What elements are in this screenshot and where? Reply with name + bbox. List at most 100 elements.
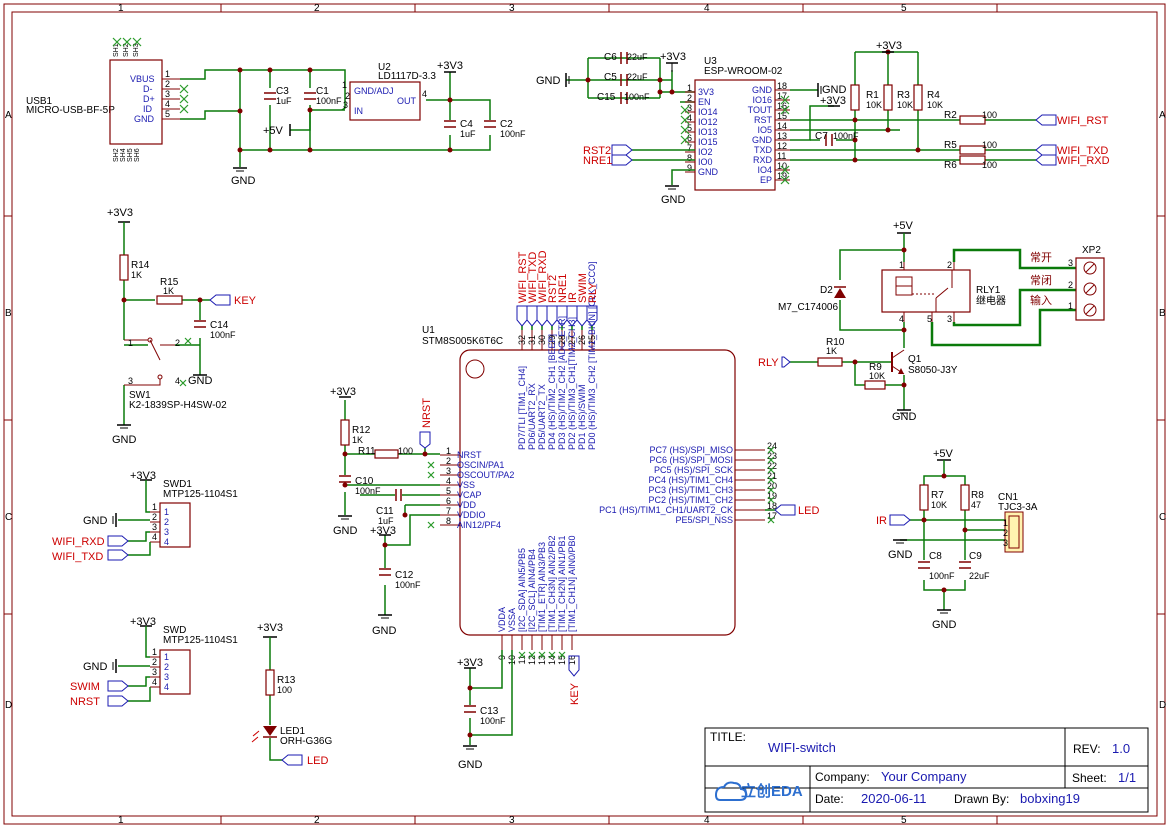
rly1-pn-3: 3 [947,314,952,324]
esp-right-pin-num: 16 [777,101,787,111]
pwr-3v3-key: +3V3 [107,207,133,223]
esp-left-pin-num: 7 [687,143,692,153]
mcu-top-pin-num: 25 [587,335,597,345]
mcu-left-pin-num: 2 [446,456,451,466]
mcu-top-port-shape [576,305,588,327]
esp-right-pin-num: 17 [777,91,787,101]
mcu-top-port-net: NRE1 [557,274,569,303]
c5-ref: C5 [604,72,617,83]
mcu-top-pin-name: PD1 (HS)/SWIM [577,384,587,450]
gnd-symbol-swd: GND [83,659,117,673]
xp2-label-input: 输入 [1030,293,1052,307]
mcu-right-nc-stroke [767,456,775,464]
resistor-r5: R5 100 [944,140,997,155]
mcu-top-port-shape [546,305,558,327]
esp-right-pin-name: RST [754,115,773,125]
row-label-a-right: A [1159,110,1166,121]
r2-ref: R2 [944,110,957,121]
resistor-r14: R14 1K [119,254,150,281]
net-swim-port: SWIM [70,680,129,693]
mcu-bottom-pin-name: [TIM1_CH2N] AIN1/PB1 [557,535,567,632]
cap-c2: C2 100nF [484,119,526,139]
net-wifi-rst: WIFI_RST [1057,115,1109,127]
mcu-left-pin-num: 4 [446,476,451,486]
esp-left-pin-num: 8 [687,153,692,163]
mcu-top-pin-name: PD4 (HS)/TIM2_CH1 [BEEP] [547,334,557,450]
col-label-4-bottom: 4 [704,815,710,826]
c4-val: 1uF [460,129,476,139]
cn1-pn-1: 1 [1003,518,1008,528]
mcu-right-pin-name: PC3 (HS)/TIM1_CH3 [648,485,733,495]
net-ir-port: IR [876,514,911,527]
logo-text: 立创EDA [741,782,803,800]
rev-value: 1.0 [1112,741,1130,756]
power-input-wires [180,67,491,167]
r8-ref: R8 [971,490,984,501]
esp-right-pins: 18GND17IO1616TOUT15RST14IO513GND12TXD11R… [748,81,790,185]
cap-c9: C9 22uF [959,551,990,581]
u2-pin-gnd: GND/ADJ [354,86,394,96]
xp2-pn-1: 1 [1068,301,1073,311]
u3-ref: U3 [704,56,717,67]
swd1-pn-2: 2 [152,512,157,522]
d2-val: M7_C174006 [778,302,838,313]
usb-pin-vbus: VBUS [130,74,155,84]
pwr-3v3-key-label: +3V3 [107,207,133,219]
u2-pin-out: OUT [397,96,417,106]
r4-val: 10K [927,100,943,110]
esp-left-pin-num: 1 [687,83,692,93]
usb-pn-2: 2 [165,79,170,89]
c9-ref: C9 [969,551,982,562]
r9-val: 10K [869,371,885,381]
gnd-symbol-c12: GND [372,614,397,637]
xp2-ref: XP2 [1082,245,1101,256]
u1-value: STM8S005K6T6C [422,336,503,347]
mcu-bottom-pin-name: [I2C_SDA] AIN5/PB5 [517,548,527,632]
esp-left-pin-num: 3 [687,103,692,113]
company-label: Company: [815,770,870,784]
r7-ref: R7 [931,490,944,501]
gnd-label-ir: GND [888,549,913,561]
usb-pn-1: 1 [165,69,170,79]
u3-value: ESP-WROOM-02 [704,66,783,77]
r13-ref: R13 [277,675,296,686]
pwr-3v3-nrst-label: +3V3 [330,386,356,398]
r11-val: 100 [398,446,413,456]
esp-right-pin-name: IO16 [752,95,772,105]
r15-val: 1K [163,286,174,296]
pwr-5v-label: +5V [263,125,284,137]
sw1-pn-1: 1 [128,338,133,348]
gnd-label-sw1: GND [112,434,137,446]
esp-right-pin-name: RXD [753,155,773,165]
mcu-top-ports: WIFI_RSTWIFI_TXDWIFI_RXDRST2NRE1IRSWIMRL… [516,250,599,330]
mcu-top-pin-name: PD2 (HS)/TIM3_CH1[TIM2_CH3] [567,317,577,450]
r15-ref: R15 [160,277,179,288]
swd-header: SWD MTP125-1104S1 1 2 3 4 1 2 3 4 [150,625,238,695]
mcu-left-pin-name: VDDIO [457,510,486,520]
usb-sh6: SH5 [127,148,134,162]
esp-left-wiring [632,149,695,185]
usb-sh7: SH6 [134,148,141,162]
mcu-bottom-wiring [467,650,513,745]
r13-val: 100 [277,685,292,695]
mcu-top-pin-name: PD7/TLI [TIM1_CH4] [517,366,527,450]
mcu-top-port-shape [566,305,578,327]
swd1-pin-4: 4 [164,537,169,547]
net-nre1-port: NRE1 [583,154,633,167]
c13-val: 100nF [480,716,506,726]
esp-left-pin-num: 2 [687,93,692,103]
pwr-3v3-led: +3V3 [257,622,283,638]
r5-val: 100 [982,140,997,150]
resistor-r1: R1 10K [850,84,882,111]
pwr-3v3-esp: +3V3 [660,51,686,72]
cap-c6: C6 22uF [604,52,648,64]
sw1-ref: SW1 [129,390,151,401]
led-wiring [269,637,282,761]
col-label-4: 4 [704,3,710,14]
rly1-pn-1: 1 [899,260,904,270]
c10-val: 100nF [355,486,381,496]
key-wiring [121,222,210,425]
resistor-r6: R6 100 [944,155,997,171]
mcu-top-port-net: SWIM [577,273,589,303]
mcu-right-pin-num: 18 [767,501,777,511]
